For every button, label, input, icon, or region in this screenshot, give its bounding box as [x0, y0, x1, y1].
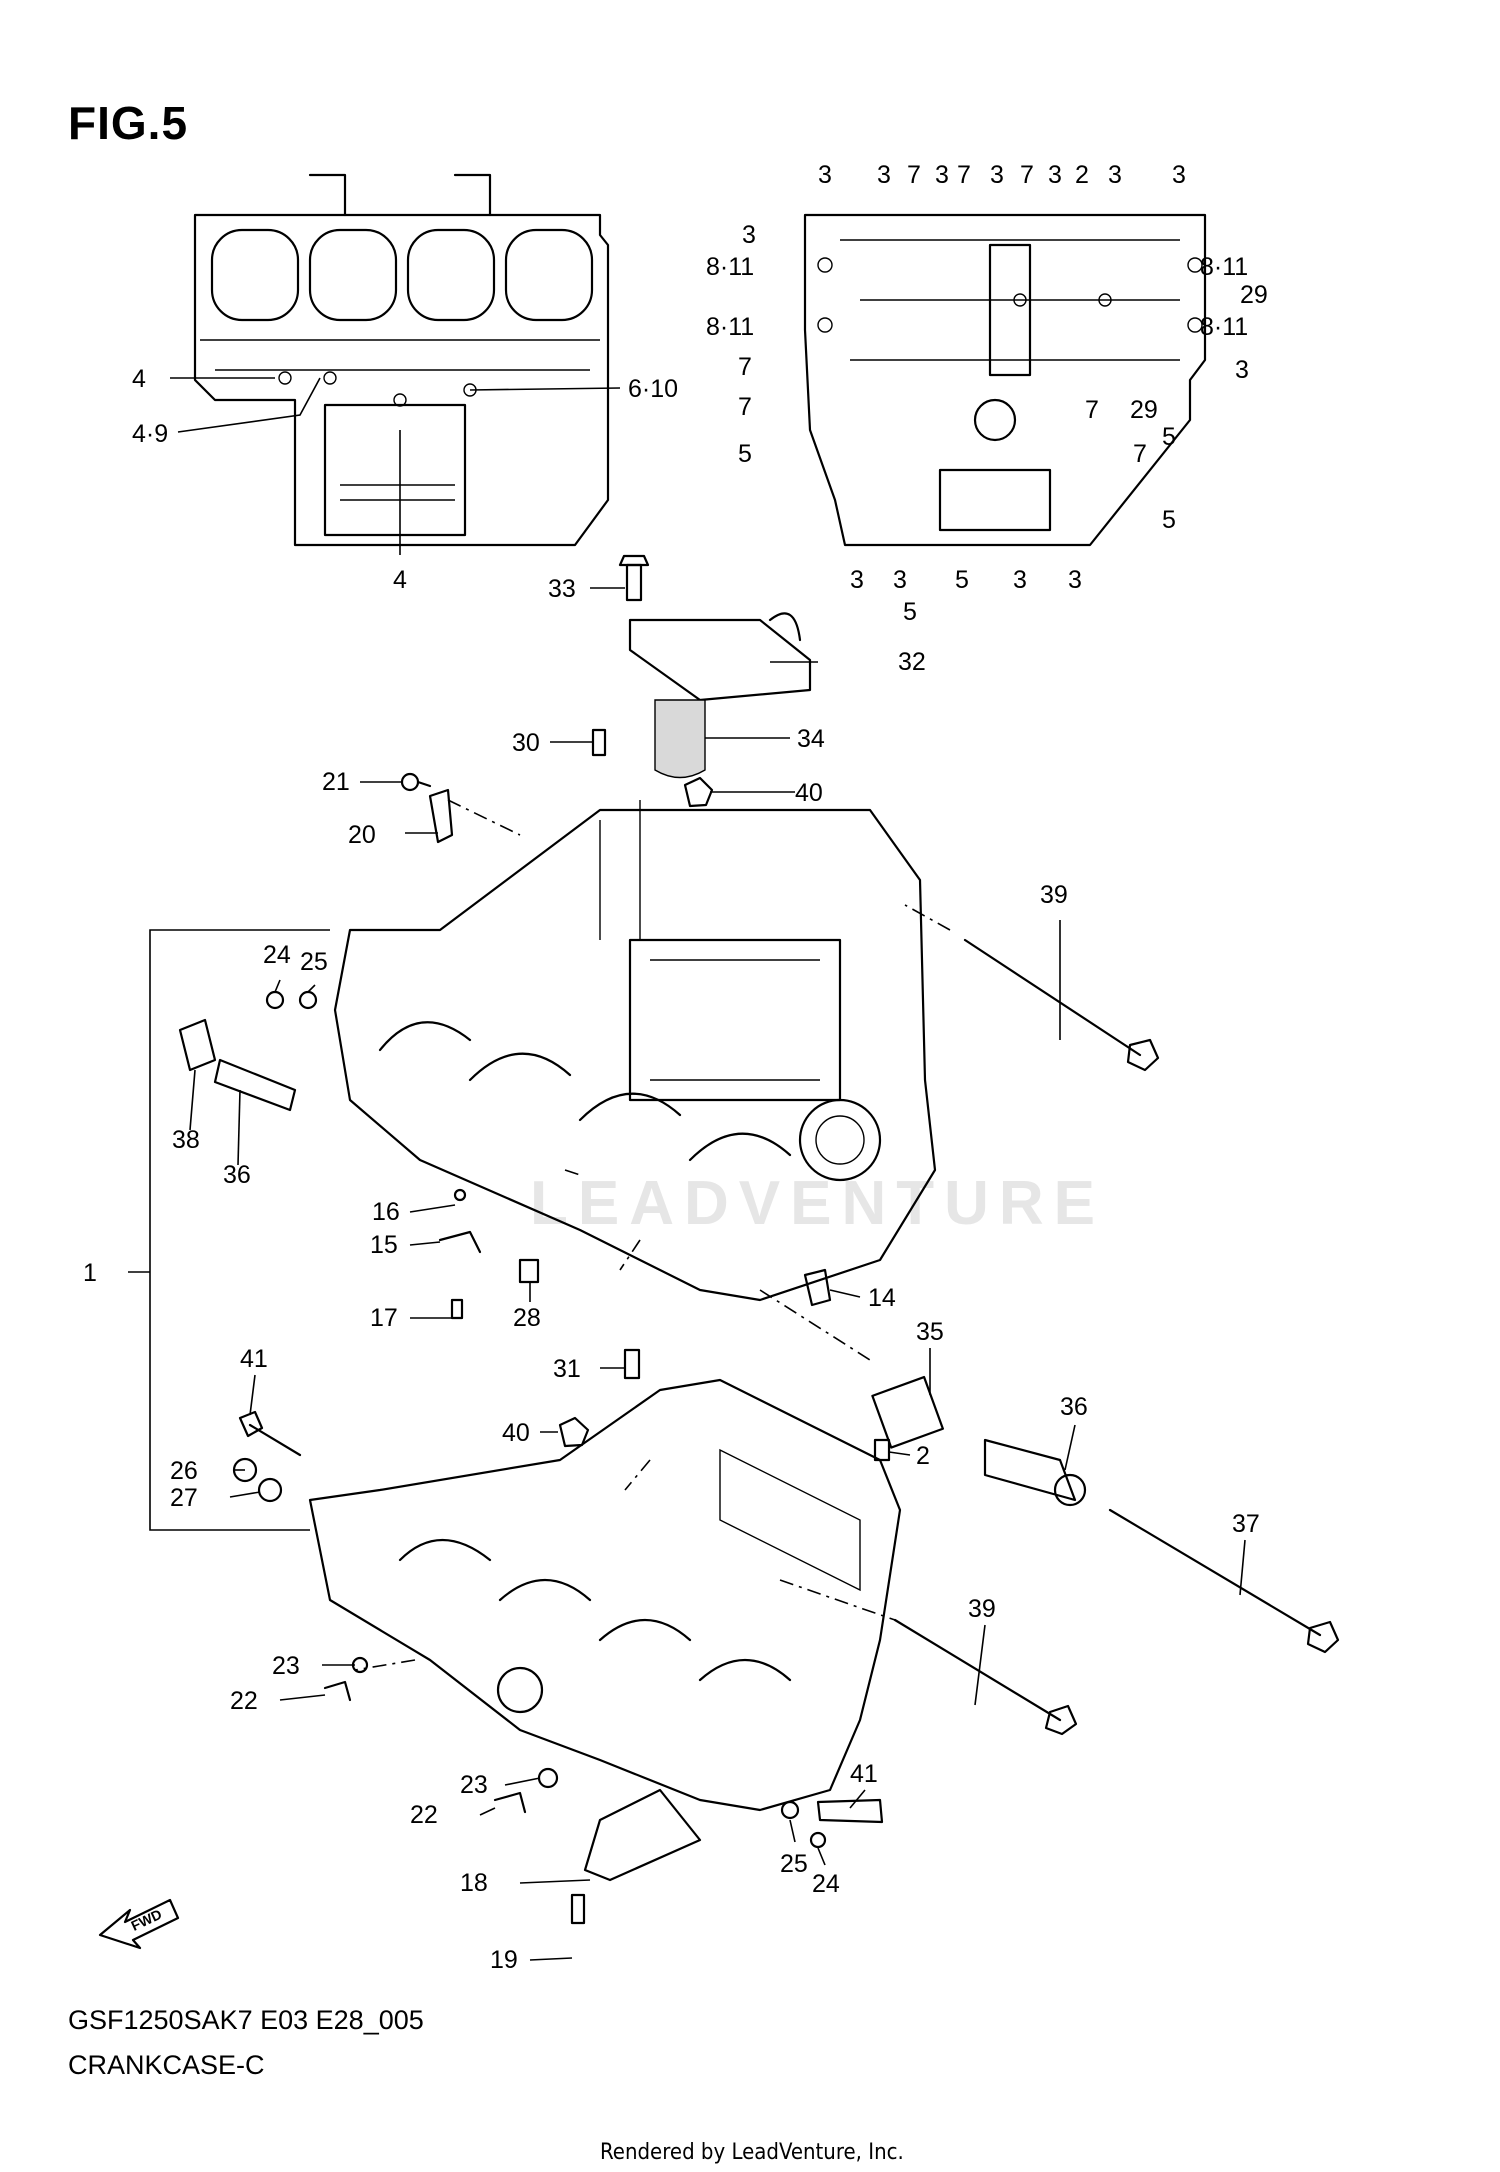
callout-label: 22 — [410, 1801, 438, 1829]
callout-label: 5 — [1162, 423, 1176, 451]
lower-crankcase-bolt-layout — [803, 213, 1207, 547]
callout-label: 15 — [370, 1231, 398, 1259]
callout-label: 5 — [1162, 506, 1176, 534]
callout-label: 39 — [968, 1595, 996, 1623]
diagram-name: CRANKCASE-C — [68, 2050, 265, 2080]
callout-label: 29 — [1240, 281, 1268, 309]
callout-label: 3 — [1108, 161, 1122, 189]
callout-label: 23 — [460, 1771, 488, 1799]
callout-label: 30 — [512, 729, 540, 757]
callout-label: 18 — [460, 1869, 488, 1897]
callout-label: 22 — [230, 1687, 258, 1715]
callout-label: 31 — [553, 1355, 581, 1383]
fwd-label: FWD — [129, 1906, 165, 1934]
callout-label: 17 — [370, 1304, 398, 1332]
callout-label: 2 — [916, 1442, 930, 1470]
callout-label: 3 — [1068, 566, 1082, 594]
callout-label: 7 — [1133, 440, 1147, 468]
callout-label: 36 — [223, 1161, 251, 1189]
callout-label: 36 — [1060, 1393, 1088, 1421]
callout-label: 3 — [990, 161, 1004, 189]
callout-label: 24 — [812, 1870, 840, 1898]
alignment-lines — [354, 799, 951, 1671]
callout-label: 38 — [172, 1126, 200, 1154]
fasteners — [178, 554, 1340, 1925]
callout-label: 28 — [513, 1304, 541, 1332]
callout-label: 32 — [898, 648, 926, 676]
callout-label: 14 — [868, 1284, 896, 1312]
callout-label: 21 — [322, 768, 350, 796]
callout-label: 41 — [240, 1345, 268, 1373]
fwd-arrow-icon: FWD — [98, 1898, 180, 1950]
callout-label: 2 — [1075, 161, 1089, 189]
callout-label: 3 — [1048, 161, 1062, 189]
callout-label: 27 — [170, 1484, 198, 1512]
callout-label: 40 — [795, 779, 823, 807]
callout-label: 29 — [1130, 396, 1158, 424]
callout-label: 34 — [797, 725, 825, 753]
callout-label: 3 — [893, 566, 907, 594]
callout-label: 3 — [935, 161, 949, 189]
callout-label: 8·11 — [706, 253, 754, 281]
callout-label: 40 — [502, 1419, 530, 1447]
callout-label: 25 — [780, 1850, 808, 1878]
leader-lines — [128, 377, 1246, 1961]
callout-label: 26 — [170, 1457, 198, 1485]
callout-label: 5 — [903, 598, 917, 626]
callout-label: 6·10 — [628, 375, 678, 403]
callout-label: 25 — [300, 948, 328, 976]
callout-labels: 3 3 7 3 7 3 7 3 2 3 3 3 8·11 8·11 8·11 8… — [83, 161, 1268, 1974]
callout-label: 8·11 — [1200, 253, 1248, 281]
callout-label: 3 — [742, 221, 756, 249]
part-1-bracket — [149, 929, 330, 1531]
callout-label: 39 — [1040, 881, 1068, 909]
callout-label: 37 — [1232, 1510, 1260, 1538]
callout-label: 5 — [955, 566, 969, 594]
callout-label: 7 — [738, 353, 752, 381]
callout-label: 35 — [916, 1318, 944, 1346]
callout-label: 33 — [548, 575, 576, 603]
callout-label: 23 — [272, 1652, 300, 1680]
callout-label: 7 — [1085, 396, 1099, 424]
figure-title: FIG.5 — [68, 97, 189, 149]
upper-crankcase — [333, 800, 937, 1302]
callout-label: 3 — [850, 566, 864, 594]
callout-label: 19 — [490, 1946, 518, 1974]
upper-crankcase-top-view — [193, 173, 610, 547]
callout-label: 3 — [1235, 356, 1249, 384]
callout-label: 7 — [957, 161, 971, 189]
callout-label: 7 — [907, 161, 921, 189]
callout-label: 7 — [738, 393, 752, 421]
diagram-code: GSF1250SAK7 E03 E28_005 — [68, 2005, 424, 2035]
callout-label: 3 — [1013, 566, 1027, 594]
callout-label: 20 — [348, 821, 376, 849]
watermark-text: LEADVENTURE — [530, 1169, 1106, 1238]
callout-label: 4 — [393, 566, 407, 594]
callout-label: 4 — [132, 365, 146, 393]
lower-crankcase — [308, 1378, 902, 1882]
callout-label: 8·11 — [706, 313, 754, 341]
callout-label: 3 — [877, 161, 891, 189]
callout-label: 4·9 — [132, 420, 168, 448]
render-credit: Rendered by LeadVenture, Inc. — [600, 2140, 904, 2165]
callout-label: 5 — [738, 440, 752, 468]
callout-label: 24 — [263, 941, 291, 969]
callout-label: 3 — [1172, 161, 1186, 189]
callout-label: 8·11 — [1200, 313, 1248, 341]
callout-label: 41 — [850, 1760, 878, 1788]
callout-label: 1 — [83, 1259, 97, 1287]
callout-label: 16 — [372, 1198, 400, 1226]
callout-label: 7 — [1020, 161, 1034, 189]
callout-label: 3 — [818, 161, 832, 189]
